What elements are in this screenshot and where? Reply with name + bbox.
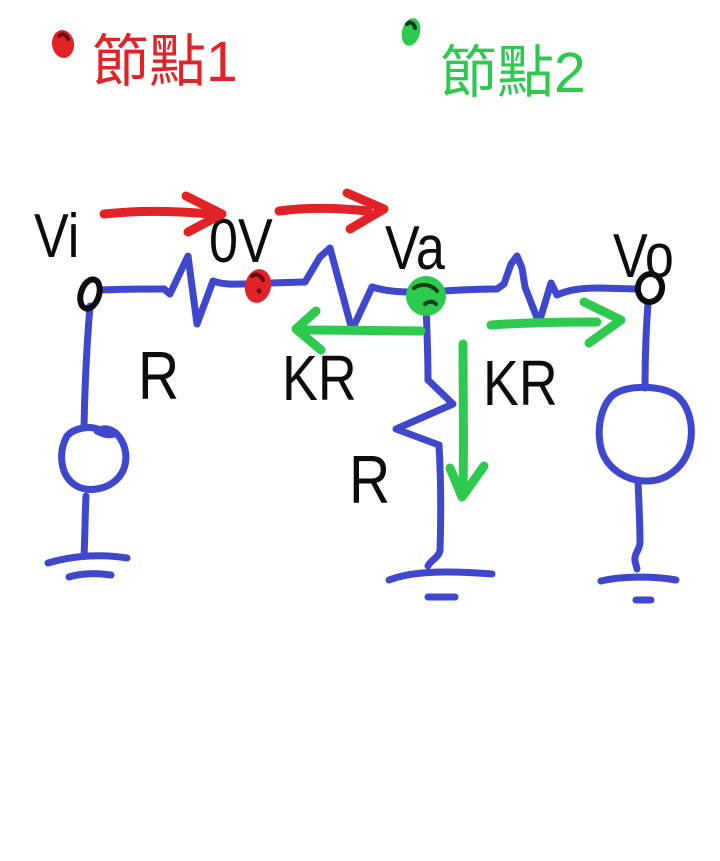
node2-dot-mark-bottom [423, 299, 438, 306]
vo-source-stem [631, 477, 644, 573]
resistor-kr-right [493, 252, 561, 327]
resistor-r-middle [392, 376, 457, 449]
zero-volt-label: 0V [209, 207, 273, 276]
node1-dot-blob [244, 269, 272, 303]
middle-stem [424, 441, 445, 570]
ground-left-dash [65, 570, 115, 581]
va-node-label: Va [385, 214, 445, 283]
node1-legend-label: 節點1 [92, 30, 238, 94]
resistor-r-input [160, 252, 217, 328]
arrow-shaft [99, 206, 215, 219]
vi-source-inner-stroke [93, 427, 120, 439]
resistor-kr-right-label: KR [483, 347, 558, 419]
resistor-kr-left [301, 244, 376, 334]
resistor-r-input-label: R [138, 338, 180, 414]
node1-dot [244, 269, 272, 303]
arrow-head [342, 188, 389, 234]
current-arrow-kr-left-icon [291, 306, 426, 355]
resistor-r-middle-label: R [349, 442, 391, 518]
current-arrow-down-icon [445, 339, 489, 502]
va-branch-wire [422, 302, 432, 384]
node2-dot-blob [406, 276, 446, 316]
node2-dot [406, 276, 446, 316]
ground-right [597, 573, 680, 604]
ground-middle [385, 568, 496, 601]
arrow-head [579, 297, 626, 348]
node2-legend-label: 節點2 [440, 41, 586, 105]
current-arrow-kr-right-icon [486, 297, 626, 348]
vo-voltage-source [595, 383, 695, 485]
vi-branch-wire [80, 302, 94, 432]
vi-node-label: Vi [34, 202, 80, 271]
vo-terminal [634, 271, 666, 305]
vi-terminal [77, 276, 103, 312]
vi-source-stem [80, 492, 90, 560]
node1-dot-speck [256, 288, 262, 294]
node1-legend-mark [57, 32, 70, 41]
resistor-kr-left-label: KR [282, 342, 357, 414]
arrow-shaft [486, 317, 602, 330]
arrow-shaft [302, 325, 426, 336]
node1-legend-dot [51, 30, 75, 58]
wire-vi-segment [97, 285, 168, 294]
vi-voltage-source [58, 424, 130, 493]
wire-vo-segment [553, 284, 641, 299]
node2-legend-mark [405, 20, 417, 30]
node2-legend-dot [401, 18, 421, 46]
arrow-shaft [274, 203, 373, 216]
current-arrow-top-right-icon [274, 188, 389, 234]
arrow-head [445, 461, 489, 502]
node1-dot-mark [250, 272, 265, 282]
ground-middle-bar [385, 568, 496, 584]
ground-left-bar [44, 552, 131, 567]
current-arrow-top-left-icon [99, 191, 227, 237]
ground-left [44, 552, 131, 581]
arrow-head [181, 191, 227, 237]
ground-right-bar [597, 573, 680, 585]
arrow-head [291, 306, 326, 355]
node2-dot-mark-top [412, 282, 439, 293]
vo-branch-wire [641, 299, 652, 392]
